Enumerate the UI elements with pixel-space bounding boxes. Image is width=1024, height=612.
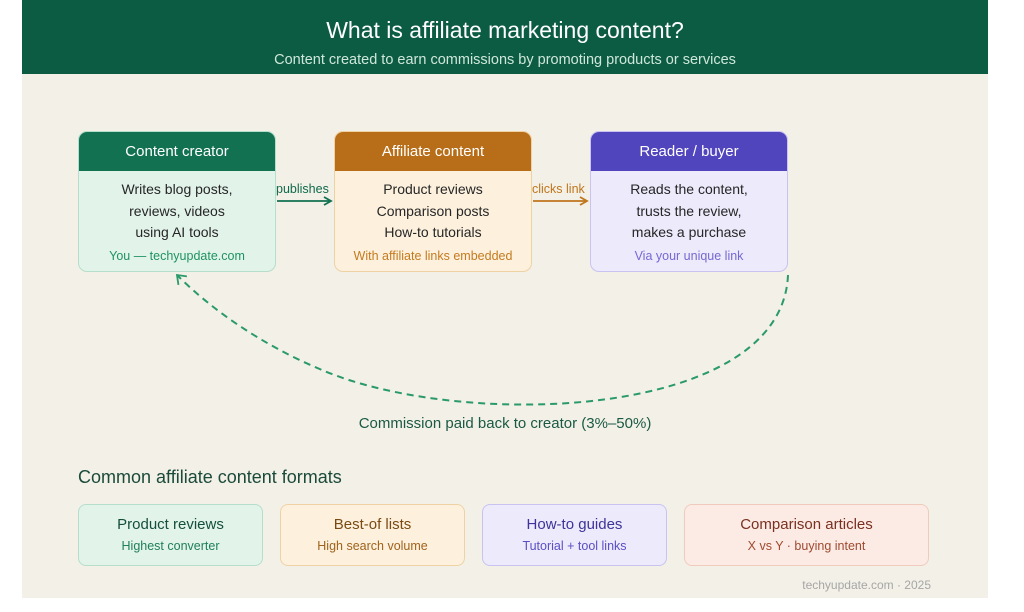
reader-buyer-description: Reads the content, trusts the review, ma… bbox=[591, 171, 787, 244]
format-card-how-to-guides: How-to guides Tutorial + tool links bbox=[482, 504, 667, 566]
clicks-link-label: clicks link bbox=[532, 182, 585, 196]
reader-buyer-footnote: Via your unique link bbox=[634, 249, 744, 263]
format-card-title: How-to guides bbox=[526, 516, 623, 533]
box-line: Comparison posts bbox=[376, 202, 490, 219]
formats-heading: Common affiliate content formats bbox=[78, 467, 342, 487]
content-creator-description: Writes blog posts, reviews, videos using… bbox=[79, 171, 275, 244]
reader-buyer-title: Reader / buyer bbox=[591, 132, 787, 171]
format-card-subtitle: Highest converter bbox=[121, 539, 220, 553]
page-title: What is affiliate marketing content? bbox=[326, 17, 684, 43]
content-creator-title: Content creator bbox=[79, 132, 275, 171]
box-line: Writes blog posts, bbox=[121, 181, 233, 197]
format-card-subtitle: X vs Y · buying intent bbox=[747, 539, 866, 553]
content-creator-box: Content creator Writes blog posts, revie… bbox=[78, 131, 276, 272]
commission-label: Commission paid back to creator (3%–50%) bbox=[358, 415, 652, 432]
affiliate-content-footnote: With affiliate links embedded bbox=[353, 249, 513, 263]
diagram-canvas: What is affiliate marketing content? Con… bbox=[22, 0, 988, 598]
box-line: Reads the content, bbox=[630, 181, 748, 197]
format-card-subtitle: High search volume bbox=[317, 539, 428, 553]
content-creator-footnote: You — techyupdate.com bbox=[109, 249, 245, 263]
format-card-subtitle: Tutorial + tool links bbox=[522, 539, 627, 553]
affiliate-content-description: Product reviews Comparison posts How-to … bbox=[335, 171, 531, 244]
arrow-commission-return bbox=[175, 273, 789, 406]
affiliate-content-title: Affiliate content bbox=[335, 132, 531, 171]
format-card-comparison-articles: Comparison articles X vs Y · buying inte… bbox=[684, 504, 929, 566]
box-line: makes a purchase bbox=[631, 224, 747, 240]
box-line: Product reviews bbox=[383, 181, 483, 197]
page-subtitle: Content created to earn commissions by p… bbox=[274, 52, 736, 68]
flow-arrows bbox=[175, 196, 789, 406]
box-line: How-to tutorials bbox=[384, 224, 482, 240]
format-card-title: Product reviews bbox=[117, 516, 224, 533]
box-line: using AI tools bbox=[135, 224, 219, 240]
box-line: trusts the review, bbox=[636, 202, 742, 219]
publishes-label: publishes bbox=[276, 182, 329, 196]
box-line: reviews, videos bbox=[129, 202, 225, 219]
format-card-title: Best-of lists bbox=[333, 516, 412, 533]
format-card-best-of-lists: Best-of lists High search volume bbox=[280, 504, 465, 566]
affiliate-content-box: Affiliate content Product reviews Compar… bbox=[334, 131, 532, 272]
footer-credit: techyupdate.com · 2025 bbox=[802, 578, 931, 592]
header-banner: What is affiliate marketing content? Con… bbox=[22, 0, 988, 74]
reader-buyer-box: Reader / buyer Reads the content, trusts… bbox=[590, 131, 788, 272]
format-card-product-reviews: Product reviews Highest converter bbox=[78, 504, 263, 566]
format-card-title: Comparison articles bbox=[740, 516, 873, 533]
